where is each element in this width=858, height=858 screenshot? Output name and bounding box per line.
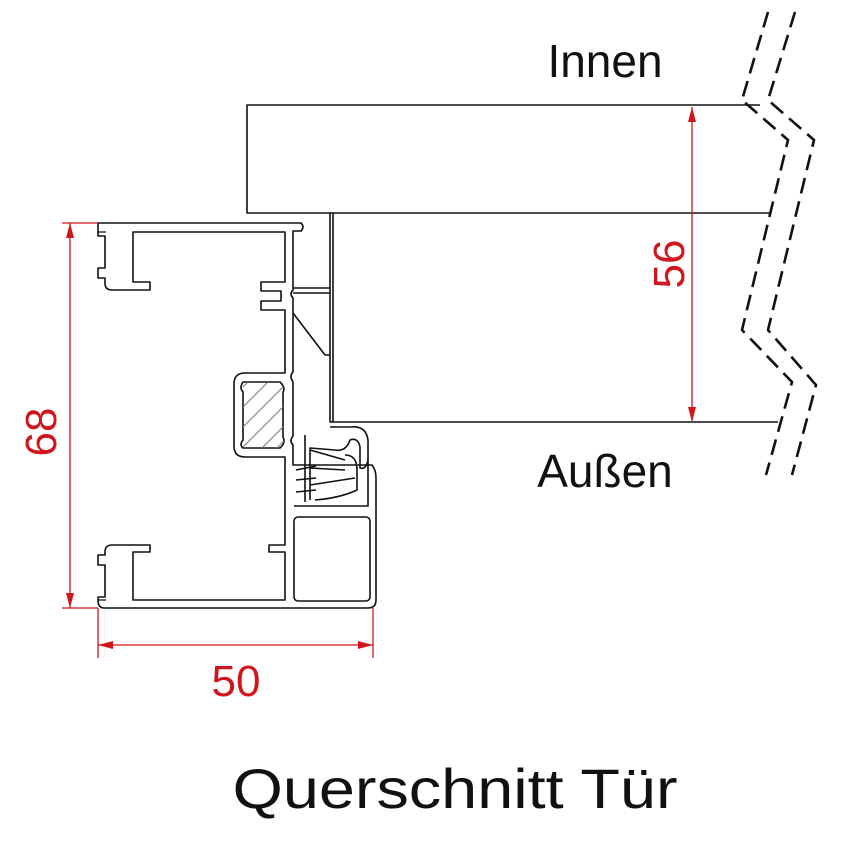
inside-label: Innen: [547, 35, 662, 87]
break-lines: [740, 11, 818, 476]
door-seal: [295, 425, 369, 502]
dimension-56-label: 56: [645, 240, 694, 289]
glazing-bead: [292, 287, 330, 356]
dimension-frame-height: 68: [17, 222, 98, 609]
glass-panel: [246, 104, 778, 423]
dimension-68-label: 68: [17, 408, 66, 457]
drawing-title: Querschnitt Tür: [233, 757, 678, 820]
dimension-50-label: 50: [212, 657, 261, 706]
frame-profile: [97, 222, 377, 609]
dimension-glass-thickness: 56: [645, 107, 696, 422]
dimension-frame-width: 50: [97, 608, 374, 706]
outside-label: Außen: [537, 445, 673, 497]
insulating-bar: [240, 381, 285, 449]
